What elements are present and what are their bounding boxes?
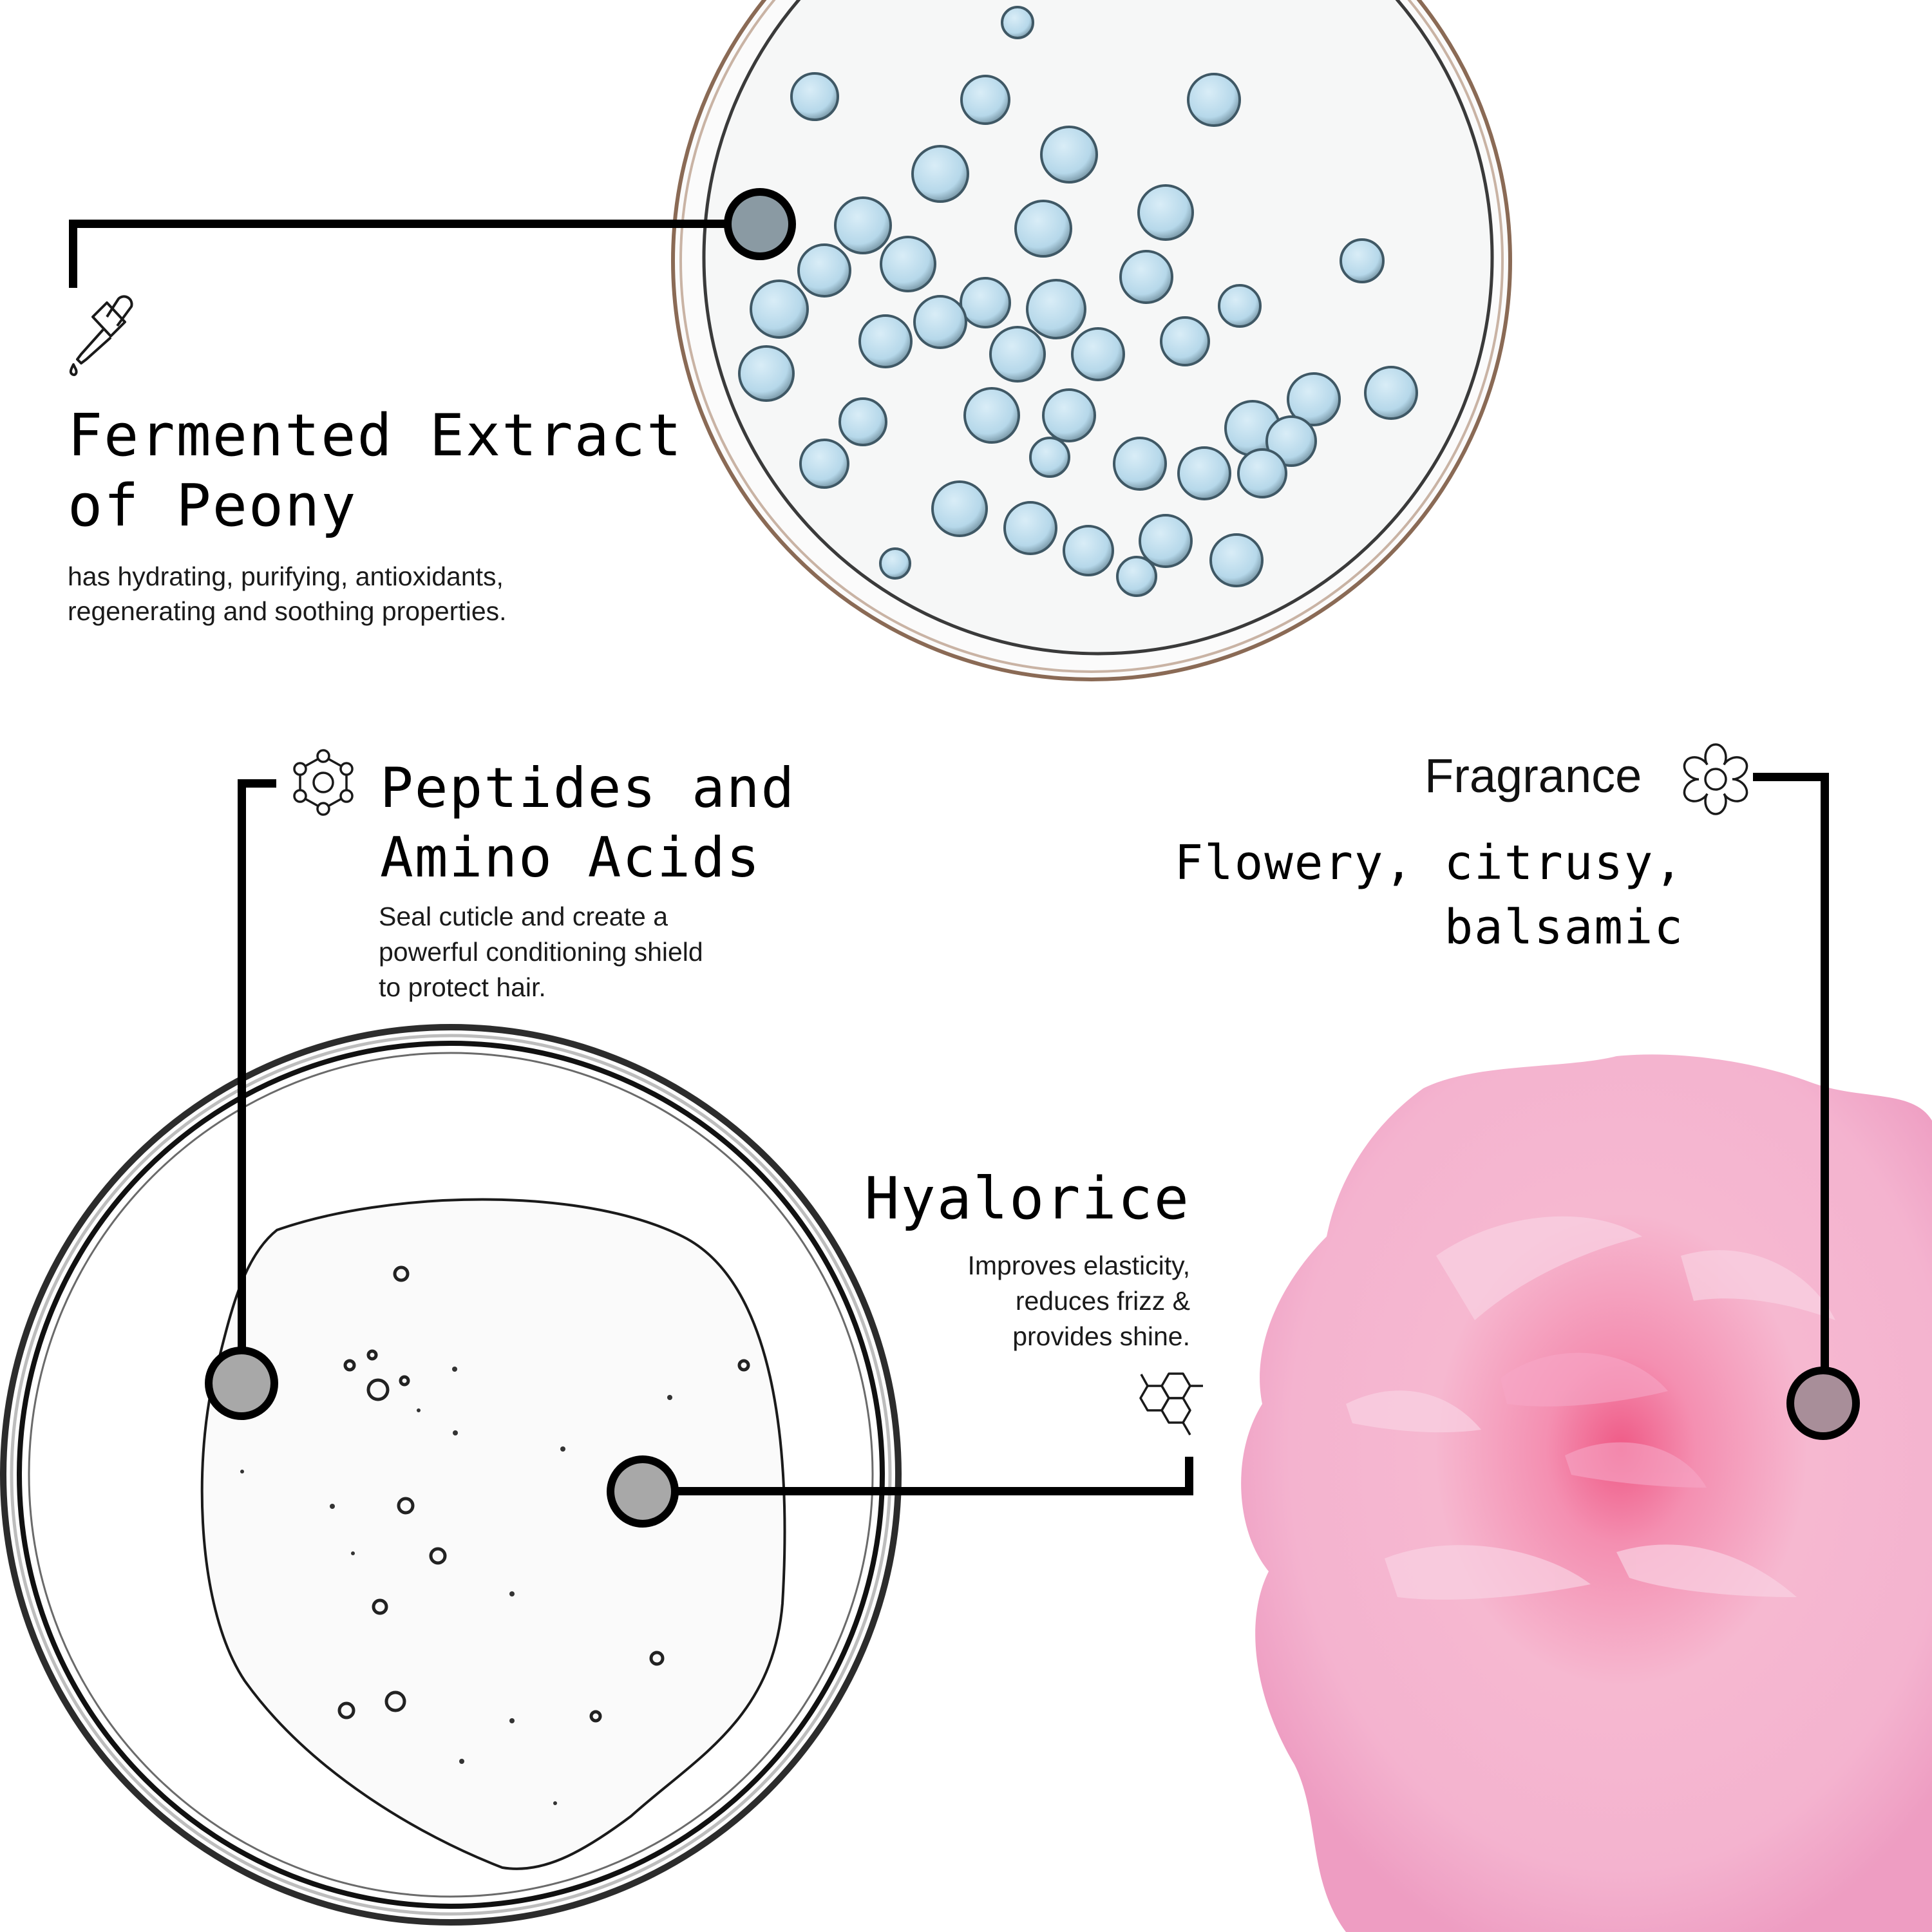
callout-line-hyalorice-horizontal [644, 1487, 1193, 1495]
gel-petri-dish [0, 1024, 908, 1932]
dropper-icon [64, 287, 142, 377]
hyalorice-description-line-3: provides shine. [1012, 1321, 1190, 1351]
fermented-title-line-2: of Peony [68, 472, 357, 540]
hyalorice-title: Hyalorice [773, 1167, 1190, 1231]
callout-line-hyalorice-vertical [1185, 1457, 1193, 1495]
peptides-description-line-3: to protect hair. [379, 972, 546, 1002]
flower-icon [1682, 743, 1749, 815]
fermented-title: Fermented Extract of Peony [68, 401, 683, 541]
peptides-description-line-1: Seal cuticle and create a [379, 902, 668, 931]
fragrance-notes: Flowery, citrusy, balsamic [1030, 831, 1684, 960]
fermented-description-line-1: has hydrating, purifying, antioxidants, [68, 562, 504, 591]
fermented-title-line-1: Fermented Extract [68, 402, 683, 469]
peptides-title-line-2: Amino Acids [380, 826, 761, 890]
callout-pin-hyalorice [607, 1455, 679, 1528]
peony-flower-image [1230, 1043, 1932, 1932]
callout-pin-fragrance [1786, 1367, 1860, 1440]
callout-line-fermented-horizontal [69, 220, 758, 228]
hexagon-molecule-icon [1139, 1372, 1209, 1444]
peptides-description-line-2: powerful conditioning shield [379, 937, 703, 967]
callout-line-fragrance-vertical [1821, 773, 1829, 1368]
fragrance-notes-line-1: Flowery, citrusy, [1174, 835, 1684, 891]
callout-pin-peptides [205, 1347, 278, 1420]
fragrance-notes-line-2: balsamic [1444, 900, 1684, 955]
hyalorice-description-line-1: Improves elasticity, [967, 1251, 1190, 1280]
blue-drops-petri-dish [670, 0, 1513, 689]
callout-pin-fermented [724, 188, 796, 260]
callout-line-peptides-vertical [238, 779, 246, 1352]
callout-line-fermented-vertical [69, 220, 77, 288]
callout-line-fragrance-horizontal [1753, 773, 1829, 781]
hyalorice-description: Improves elasticity, reduces frizz & pro… [837, 1248, 1190, 1354]
peptides-title-line-1: Peptides and [380, 756, 796, 820]
molecule-ring-icon [291, 748, 355, 817]
hyalorice-description-line-2: reduces frizz & [1015, 1286, 1190, 1316]
peptides-description: Seal cuticle and create a powerful condi… [379, 899, 703, 1005]
callout-line-peptides-horizontal [238, 779, 276, 788]
peptides-title: Peptides and Amino Acids [380, 753, 795, 893]
fermented-description-line-2: regenerating and soothing properties. [68, 596, 507, 626]
fermented-description: has hydrating, purifying, antioxidants, … [68, 559, 507, 629]
hyalorice-title-line-1: Hyalorice [864, 1165, 1190, 1233]
fragrance-label: Fragrance [1425, 749, 1642, 802]
